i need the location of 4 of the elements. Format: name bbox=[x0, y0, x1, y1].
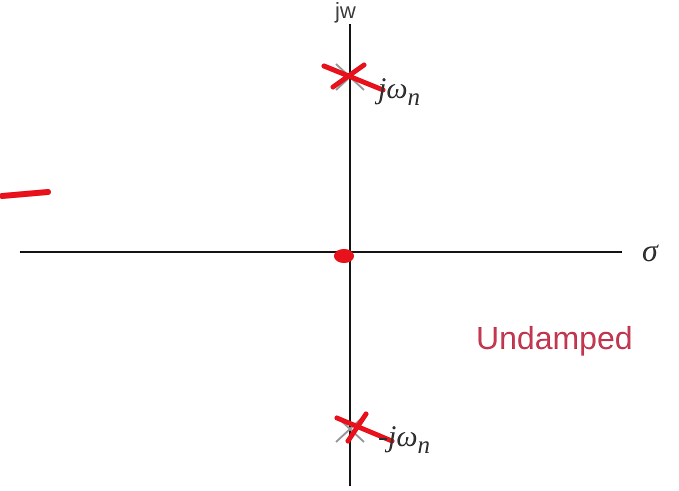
pole-label: -jω$_{n}$ bbox=[378, 422, 430, 458]
caption-text: Undamped bbox=[476, 322, 633, 354]
axis-label: jw bbox=[335, 0, 356, 22]
axis-label: σ bbox=[642, 234, 658, 266]
